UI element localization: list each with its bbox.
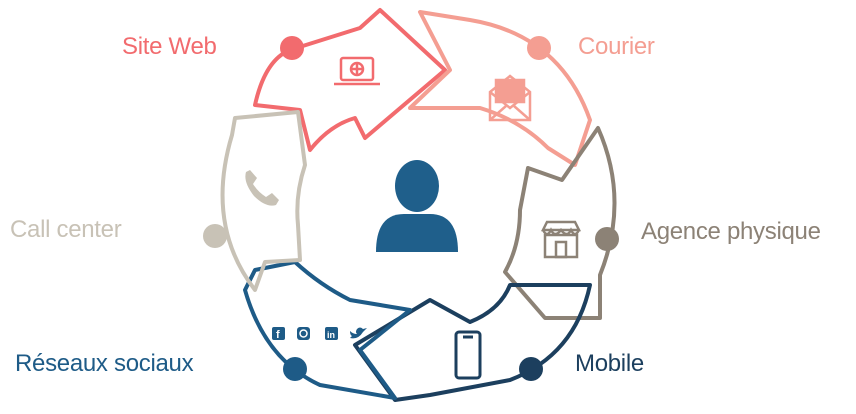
- label-courier: Courier: [578, 33, 655, 60]
- dot-reseaux: [283, 357, 307, 381]
- label-site-web: Site Web: [122, 33, 217, 60]
- svg-text:in: in: [327, 330, 335, 340]
- segment-agence: [503, 126, 617, 320]
- segment-site-web: [253, 8, 447, 152]
- telephone-icon: [245, 170, 279, 206]
- segment-mobile: [353, 283, 592, 402]
- segment-call-center: [220, 110, 307, 292]
- user-icon: [376, 160, 458, 252]
- label-reseaux-sociaux: Réseaux sociaux: [15, 350, 194, 377]
- svg-text:f: f: [276, 329, 280, 341]
- dot-site-web: [280, 36, 304, 60]
- envelope-letter-icon: [488, 74, 532, 122]
- segment-courier: [408, 10, 592, 167]
- dot-mobile: [519, 357, 543, 381]
- label-call-center: Call center: [10, 216, 122, 243]
- linkedin-icon: [325, 327, 338, 340]
- facebook-icon: [272, 327, 285, 340]
- instagram-icon: [297, 327, 310, 340]
- storefront-icon: [540, 220, 582, 259]
- social-media-icons: f in: [272, 327, 367, 341]
- label-mobile: Mobile: [575, 350, 644, 377]
- dot-courier: [527, 36, 551, 60]
- twitter-icon: [350, 327, 367, 339]
- dot-agence: [595, 227, 619, 251]
- laptop-globe-icon: [334, 56, 380, 86]
- label-agence-physique: Agence physique: [641, 218, 821, 245]
- smartphone-icon: [454, 330, 482, 380]
- dot-call-center: [203, 224, 227, 248]
